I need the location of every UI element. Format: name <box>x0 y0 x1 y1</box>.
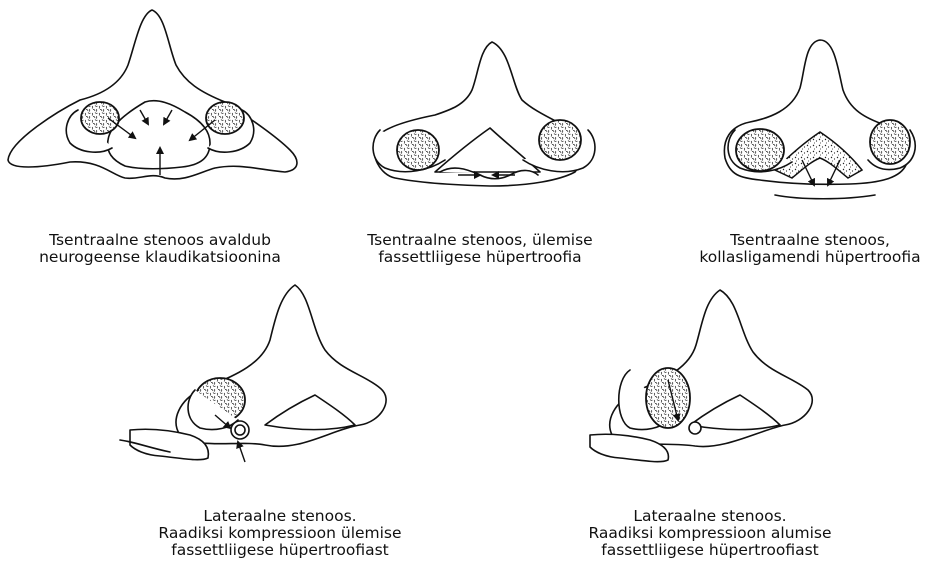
panel-lateral-upper: Lateraalne stenoos. Raadiksi kompressioo… <box>90 280 470 565</box>
caption-line: Lateraalne stenoos. <box>90 508 470 525</box>
caption-central-claudication: Tsentraalne stenoos avaldub neurogeense … <box>0 232 320 266</box>
caption-line: neurogeense klaudikatsioonina <box>0 249 320 266</box>
caption-line: Tsentraalne stenoos, ülemise <box>340 232 620 249</box>
vertebra-illustration-central-facet <box>340 0 620 225</box>
vertebra-illustration-central-ligament <box>680 0 940 225</box>
caption-central-ligament: Tsentraalne stenoos, kollasligamendi hüp… <box>680 232 940 266</box>
caption-line: Lateraalne stenoos. <box>520 508 900 525</box>
panel-central-ligament: Tsentraalne stenoos, kollasligamendi hüp… <box>680 0 940 275</box>
vertebra-illustration-lateral-lower <box>520 280 900 505</box>
caption-lateral-lower: Lateraalne stenoos. Raadiksi kompressioo… <box>520 508 900 559</box>
caption-line: Tsentraalne stenoos avaldub <box>0 232 320 249</box>
caption-line: Tsentraalne stenoos, <box>680 232 940 249</box>
caption-line: Raadiksi kompressioon ülemise <box>90 525 470 542</box>
caption-central-facet: Tsentraalne stenoos, ülemise fassettliig… <box>340 232 620 266</box>
vertebra-illustration-lateral-upper <box>90 280 470 505</box>
caption-line: fassettliigese hüpertroofiast <box>520 542 900 559</box>
panel-central-facet: Tsentraalne stenoos, ülemise fassettliig… <box>340 0 620 275</box>
caption-line: Raadiksi kompressioon alumise <box>520 525 900 542</box>
caption-lateral-upper: Lateraalne stenoos. Raadiksi kompressioo… <box>90 508 470 559</box>
caption-line: kollasligamendi hüpertroofia <box>680 249 940 266</box>
caption-line: fassettliigese hüpertroofiast <box>90 542 470 559</box>
panel-lateral-lower: Lateraalne stenoos. Raadiksi kompressioo… <box>520 280 900 565</box>
panel-central-claudication: Tsentraalne stenoos avaldub neurogeense … <box>0 0 320 275</box>
vertebra-illustration-central-claudication <box>0 0 320 225</box>
caption-line: fassettliigese hüpertroofia <box>340 249 620 266</box>
